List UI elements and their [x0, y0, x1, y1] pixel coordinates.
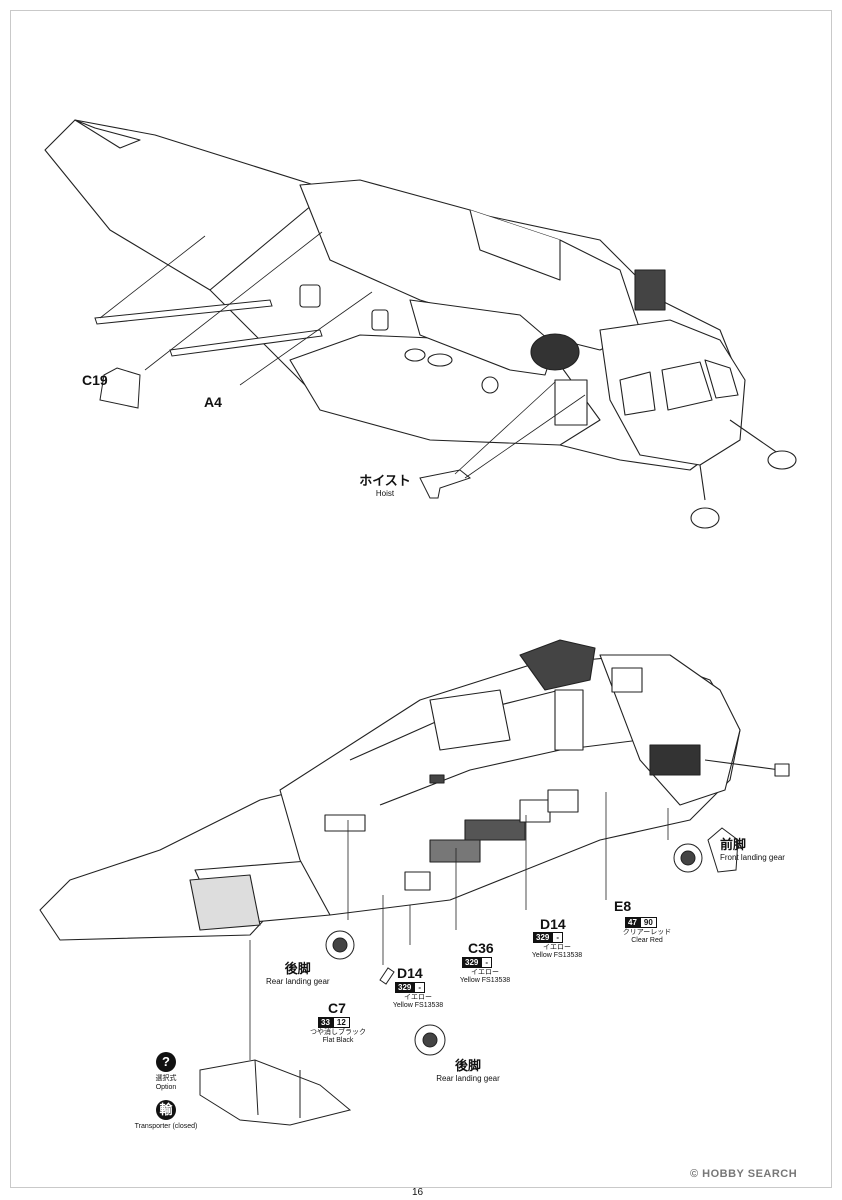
label-rear-gear-left: 後脚 Rear landing gear — [266, 958, 330, 986]
paint-c7: 33 12 — [318, 1017, 350, 1028]
paint-d14-left-en: Yellow FS13538 — [392, 1002, 444, 1009]
paint-c7-jp: つや消しブラック — [310, 1029, 366, 1036]
rear-gear-bottom-jp: 後脚 — [454, 1058, 481, 1073]
part-c19-strip — [94, 299, 273, 325]
page-frame — [10, 10, 832, 1188]
paint-d14-right-jp: イエロー — [543, 944, 571, 951]
hoist-jp: ホイスト — [359, 473, 411, 488]
paint-d14-left-b: - — [414, 982, 426, 993]
hoist-en: Hoist — [375, 489, 395, 498]
paint-e8-a: 47 — [625, 917, 640, 928]
option-en: Option — [155, 1084, 177, 1091]
paint-d14-left-jp: イエロー — [404, 994, 432, 1001]
option-legend: 選択式 Option — [136, 1074, 196, 1092]
rear-gear-left-jp: 後脚 — [284, 961, 311, 976]
paint-d14-left: 329 - — [395, 982, 426, 993]
paint-e8-b: 90 — [639, 917, 657, 928]
paint-c36: 329 - — [462, 957, 493, 968]
transporter-icon: 輸 — [156, 1100, 176, 1120]
label-a4: A4 — [204, 394, 222, 410]
paint-c7-b: 12 — [332, 1017, 350, 1028]
paint-c36-jp: イエロー — [471, 969, 499, 976]
page-number: 16 — [412, 1187, 424, 1198]
rear-gear-left-en: Rear landing gear — [266, 977, 330, 986]
paint-c7-en: Flat Black — [322, 1037, 354, 1044]
paint-c36-desc: イエロー Yellow FS13538 — [450, 969, 520, 985]
label-c36: C36 — [468, 940, 494, 956]
paint-c36-a: 329 — [462, 957, 482, 968]
hoist-part — [419, 469, 472, 499]
paint-e8-desc: クリアーレッド Clear Red — [612, 929, 682, 945]
paint-d14-right-a: 329 — [533, 932, 553, 943]
paint-d14-left-desc: イエロー Yellow FS13538 — [383, 994, 453, 1010]
paint-d14-right: 329 - — [533, 932, 564, 943]
paint-e8-en: Clear Red — [631, 937, 663, 944]
label-c19: C19 — [82, 372, 108, 388]
part-c19-small — [99, 367, 141, 409]
paint-c7-a: 33 — [318, 1017, 333, 1028]
paint-d14-right-b: - — [552, 932, 564, 943]
label-front-gear: 前脚 Front landing gear — [720, 834, 785, 862]
transporter-legend: Transporter (closed) — [134, 1123, 198, 1130]
paint-e8-jp: クリアーレッド — [622, 929, 672, 936]
rear-gear-bottom-en: Rear landing gear — [436, 1074, 500, 1083]
label-hoist: ホイスト Hoist — [350, 470, 420, 498]
watermark: © HOBBY SEARCH — [690, 1168, 798, 1180]
paint-d14-right-en: Yellow FS13538 — [531, 952, 583, 959]
part-a4-strip — [169, 329, 323, 357]
label-rear-gear-bottom: 後脚 Rear landing gear — [428, 1055, 508, 1083]
paint-d14-right-desc: イエロー Yellow FS13538 — [522, 944, 592, 960]
label-c7: C7 — [328, 1000, 346, 1016]
option-icon: ? — [156, 1052, 176, 1072]
label-e8: E8 — [614, 898, 632, 914]
option-jp: 選択式 — [155, 1075, 177, 1082]
paint-c36-en: Yellow FS13538 — [459, 977, 511, 984]
paint-e8: 47 90 — [625, 917, 657, 928]
front-gear-en: Front landing gear — [720, 853, 785, 862]
paint-d14-left-a: 329 — [395, 982, 415, 993]
label-d14-right: D14 — [540, 916, 566, 932]
paint-c7-desc: つや消しブラック Flat Black — [303, 1029, 373, 1045]
label-d14-left: D14 — [397, 965, 423, 981]
paint-c36-b: - — [481, 957, 493, 968]
front-gear-jp: 前脚 — [720, 837, 747, 852]
